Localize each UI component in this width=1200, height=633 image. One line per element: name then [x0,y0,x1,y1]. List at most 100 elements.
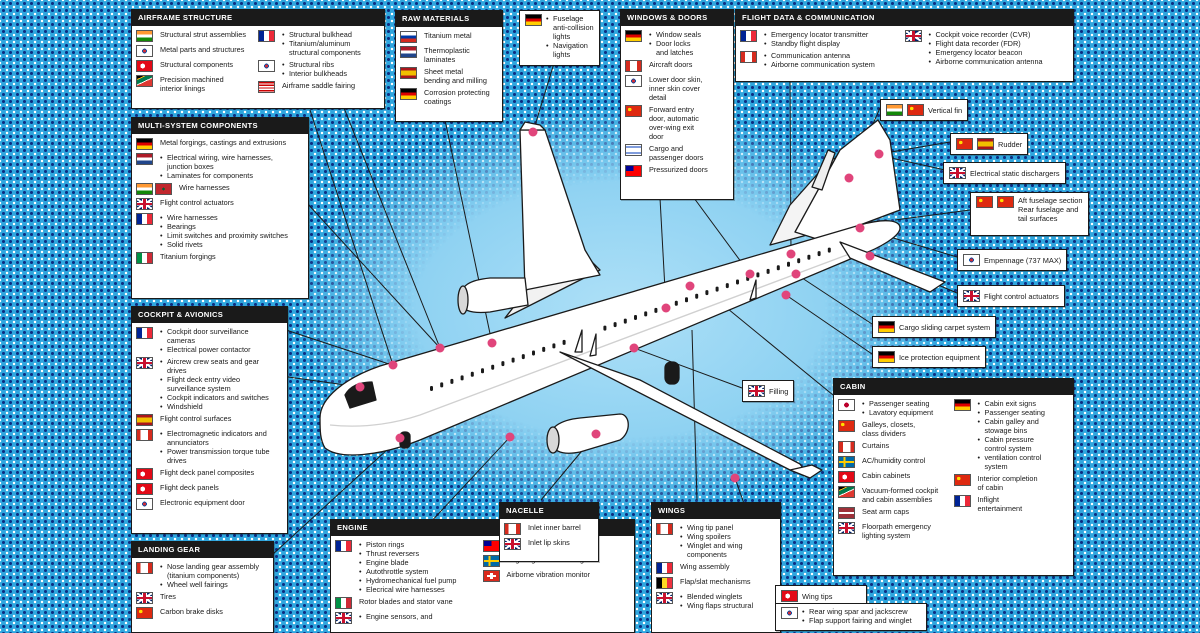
supplier-entry: Curtains [838,441,954,453]
flag-tr-icon [136,60,153,72]
flag-group [740,30,759,42]
panel-body: Cockpit door surveillancecamerasElectric… [132,323,287,515]
flag-uk-icon [335,612,352,624]
cabin-window [521,354,525,360]
entry-text: Titanium metal [424,31,472,40]
text-line: drives [167,366,187,375]
cabin-window [603,325,607,331]
flag-uk-icon [656,592,673,604]
entry-text: Wire harnesses [179,183,230,192]
supplier-entry: Rotor blades and stator vane [335,597,483,609]
flag-group [482,570,502,582]
flag-es-icon [400,67,417,79]
bullet-line: Wing flaps structural [680,601,753,610]
leader-cargo [795,273,873,325]
cabin-window [756,272,760,278]
cabin-window [766,268,770,274]
near-engine [549,413,629,454]
flag-group [136,357,155,369]
flag-group [258,60,277,72]
flag-group [838,507,857,519]
flag-ca-icon [838,441,855,453]
entry-text: Ice protection equipment [899,353,980,362]
flag-kr-icon [625,75,642,87]
supplier-entry: Passenger seatingLavatory equipment [838,399,954,417]
entry-text: Engine sensors, and [359,612,433,621]
flag-kr-icon [963,254,980,266]
supplier-entry: Flight control actuators [136,198,304,210]
entry-text: Metal forgings, castings and extrusions [160,138,286,147]
flag-group [748,385,769,397]
entry-text: Titanium forgings [160,252,216,261]
panel-column: Cabin exit signsPassenger seatingCabin g… [953,398,1070,543]
supplier-entry: Electrical wiring, wire harnesses,juncti… [136,153,304,180]
flag-group [953,474,973,486]
text-line: structural components [289,48,361,57]
flag-es-icon [136,414,153,426]
bullet-line: Hydromechanical fuel pump [359,576,456,585]
text-line: and cabin assemblies [862,495,933,504]
bullet-line: Communication antenna [764,51,875,60]
bullet-line: Cabin pressure [978,435,1045,444]
flag-group [136,183,174,195]
leader-landing-gear [271,437,401,556]
text-line: Wing tips [802,591,833,601]
entry-text: Rear wing spar and jackscrewFlap support… [802,607,912,625]
flag-group [976,196,1018,208]
bullet-line: Lavatory equipment [862,408,933,417]
flag-group [625,105,644,117]
cargo-carpet-callout: Cargo sliding carpet system [872,316,997,338]
flag-de-icon [878,321,895,333]
flag-group [953,399,973,411]
entry-text: Electrical wiring, wire harnesses,juncti… [160,153,273,180]
bullet-line: Wheel well fairings [160,580,259,589]
bullet-line: Nose landing gear assembly [160,562,259,571]
cabin-window [440,382,444,388]
text-line: of cabin [977,483,1004,492]
bullet-line: Autothrottle system [359,567,456,576]
fin-rudder [811,149,836,191]
cabin-window [807,254,811,260]
flag-tr-icon [781,590,798,602]
text-line: drives [167,456,187,465]
entry-text: Structural bulkheadTitanium/aluminumstru… [282,30,361,57]
bullet-line: Bearings [160,222,288,231]
flag-group [335,612,354,624]
bullet-line: Electrical wiring, wire harnesses, [160,153,273,162]
flag-tr-icon [136,483,153,495]
text-line: Inlet lip skins [528,538,570,547]
entry-text: Flight control actuators [984,292,1059,301]
bullet-line: Blended winglets [680,592,753,601]
supplier-entry: Flight control surfaces [136,414,283,426]
flag-il-icon [625,144,642,156]
supplier-entry: Titanium forgings [136,252,304,264]
door-3 [749,279,757,301]
cabin-window [450,378,454,384]
text-line: lights [553,32,571,41]
fuselage [319,220,901,456]
flag-cn-icon [907,104,924,116]
bullet-line: Thrust reversers [359,549,456,558]
main-landing-gear [664,361,680,385]
supplier-entry: Electromagnetic indicators andannunciato… [136,429,283,465]
bullet-line: Emergency locator transmitter [764,30,868,39]
bullet-line: Flight deck entry video [160,375,269,384]
entry-text: Rudder [998,140,1022,149]
entry-text: Cockpit door surveillancecamerasElectric… [160,327,251,354]
cabin-window [552,343,556,349]
panel-title: FLIGHT DATA & COMMUNICATION [736,10,1073,26]
bullet-line: Passenger seating [862,399,933,408]
flag-group [886,104,928,116]
wing-spar-callout: Rear wing spar and jackscrewFlap support… [775,603,927,631]
cabin-window [644,311,648,317]
text-line: control system [984,444,1032,453]
cabin-window [736,279,739,285]
entry-text: Cabin exit signsPassenger seatingCabin g… [978,399,1045,471]
supplier-entry: Structural bulkheadTitanium/aluminumstru… [258,30,380,57]
supplier-entry: Aircrew crew seats and geardrivesFlight … [136,357,283,411]
cabin-window [491,364,495,370]
